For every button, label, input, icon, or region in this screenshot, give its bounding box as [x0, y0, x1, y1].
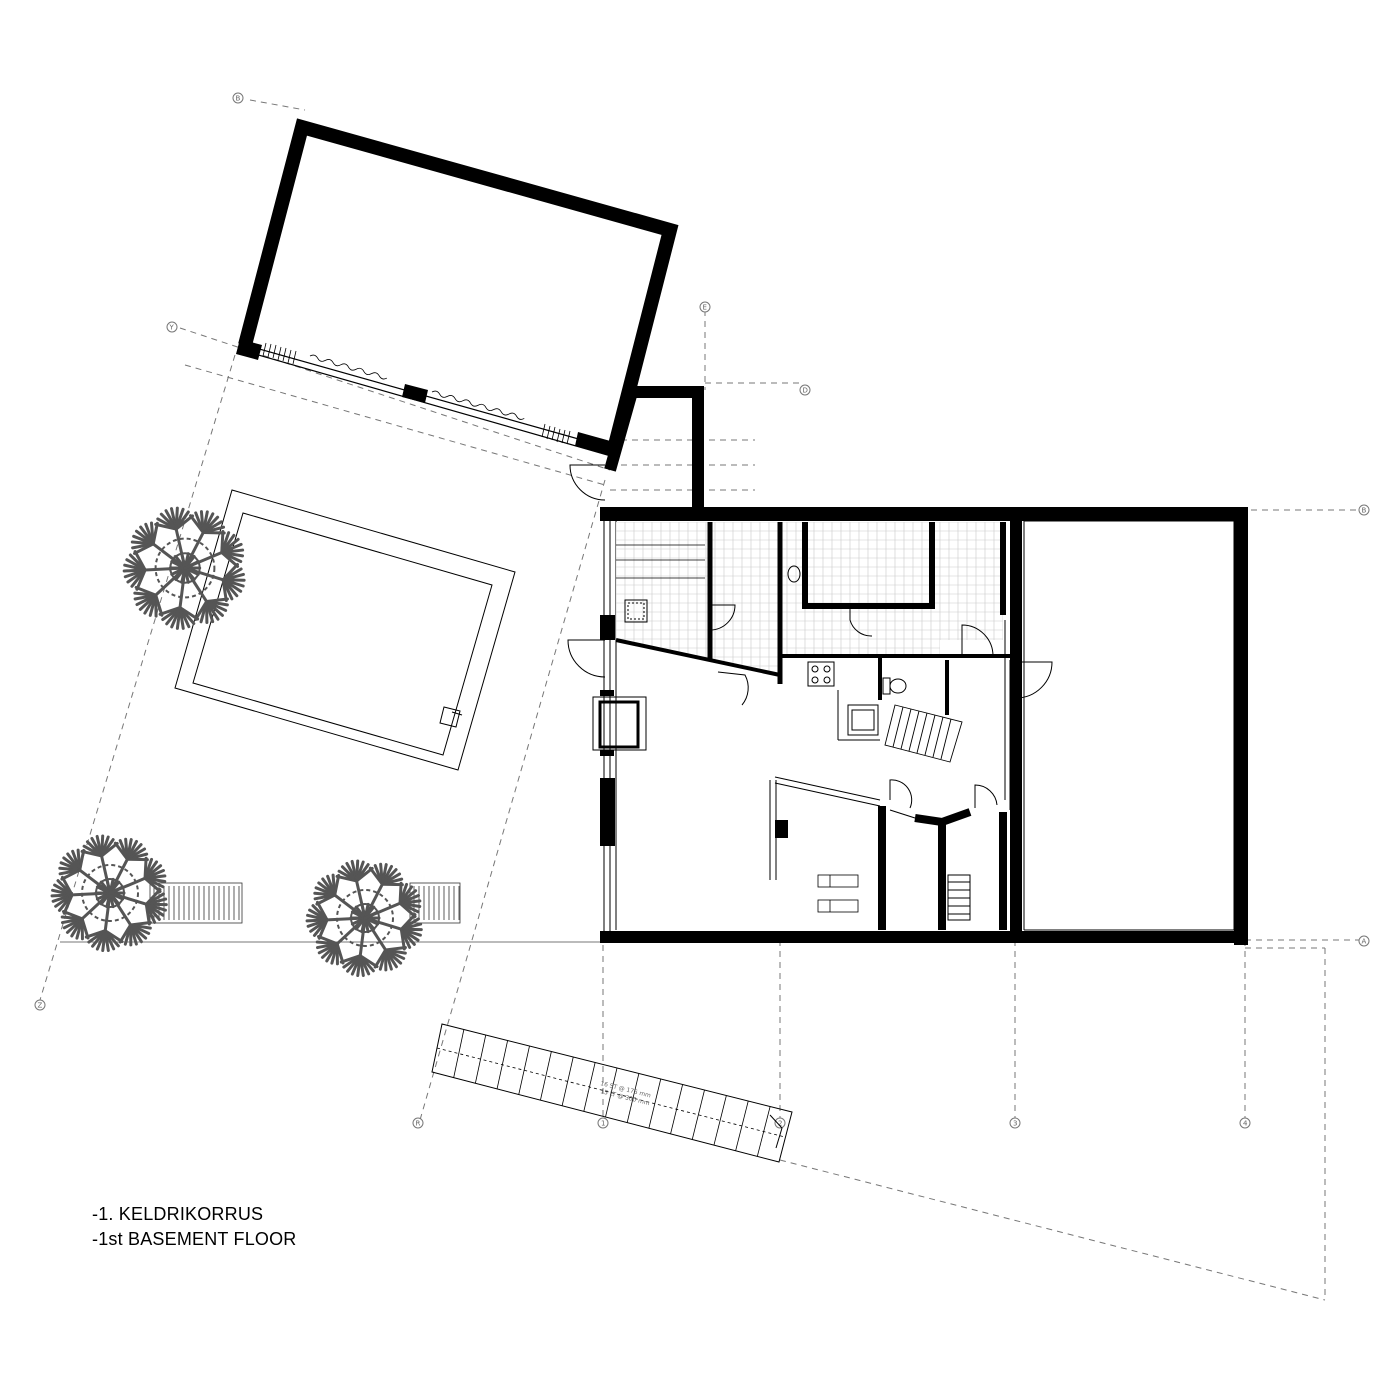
- shelf-rack: [947, 874, 971, 921]
- svg-text:3: 3: [1013, 1120, 1017, 1128]
- grid-bubble-bottom-3: 3: [1009, 1117, 1021, 1129]
- kitchen-unit: [807, 661, 880, 741]
- grid-bubble-top-e: E: [699, 301, 711, 313]
- pool: [174, 489, 516, 771]
- upper-stair-block: [604, 386, 704, 507]
- doors: [567, 464, 1053, 809]
- svg-text:B: B: [236, 95, 241, 103]
- grid-bubble-right-b: B: [1358, 504, 1370, 516]
- fireplace: [592, 696, 647, 751]
- facade-pier-1: [600, 615, 615, 640]
- svg-text:D: D: [803, 387, 808, 395]
- tree-2: [50, 834, 168, 953]
- svg-text:2: 2: [778, 1120, 782, 1128]
- facade-pier-4: [600, 750, 614, 756]
- svg-text:1: 1: [601, 1120, 605, 1128]
- grid-lines: [39, 99, 1360, 1301]
- floor-drain: [624, 599, 648, 623]
- plan-title-estonian: -1. KELDRIKORRUS: [92, 1204, 264, 1224]
- trees: [50, 506, 423, 978]
- svg-text:E: E: [703, 304, 707, 312]
- svg-text:R: R: [416, 1120, 421, 1128]
- annex-glazing-hatch: [262, 342, 571, 445]
- tree-3: [305, 859, 423, 978]
- grid-bubble-bottom-1: 1: [597, 1117, 609, 1129]
- stair-upper-left: [616, 544, 705, 579]
- tree-1: [122, 506, 246, 630]
- main-building: [567, 464, 1248, 945]
- svg-text:B: B: [1362, 507, 1367, 515]
- grid-bubbles: B Y Z R 1 2 3 4 B A E D: [34, 92, 1370, 1129]
- grid-bubble-left-bottom: Z: [34, 999, 46, 1011]
- annex-sliding-door-marks: [309, 354, 525, 420]
- rotated-annex: [236, 118, 679, 457]
- grid-bubble-mid-d: D: [799, 384, 811, 396]
- svg-text:Y: Y: [169, 324, 175, 332]
- facade-pier-3: [600, 690, 614, 696]
- wc: [882, 677, 907, 695]
- svg-text:4: 4: [1243, 1120, 1248, 1128]
- facade-pier-2: [600, 778, 615, 846]
- annex-pier-left: [236, 339, 262, 360]
- grid-bubble-left-top: B: [232, 92, 244, 104]
- lounge-chairs: [817, 874, 859, 913]
- grid-bubble-bottom-4: 4: [1239, 1117, 1251, 1129]
- stair-mid: [884, 704, 963, 763]
- annex-pier-right: [575, 432, 614, 456]
- grid-bubble-left-mid: Y: [166, 321, 178, 333]
- grid-bubble-right-a: A: [1358, 935, 1370, 947]
- plan-title-english: -1st BASEMENT FLOOR: [92, 1229, 297, 1249]
- annex-pier-mid: [402, 384, 428, 403]
- grid-bubble-bottom-2: 2: [774, 1117, 786, 1129]
- svg-text:Z: Z: [38, 1002, 43, 1010]
- exterior-stair: 16 ST @ 175 mm 15 LT @ 300 mm: [431, 1023, 793, 1163]
- grid-bubble-bottom-r: R: [412, 1117, 424, 1129]
- svg-text:A: A: [1362, 938, 1367, 946]
- basin: [787, 565, 801, 583]
- tiled-area: [616, 522, 1003, 680]
